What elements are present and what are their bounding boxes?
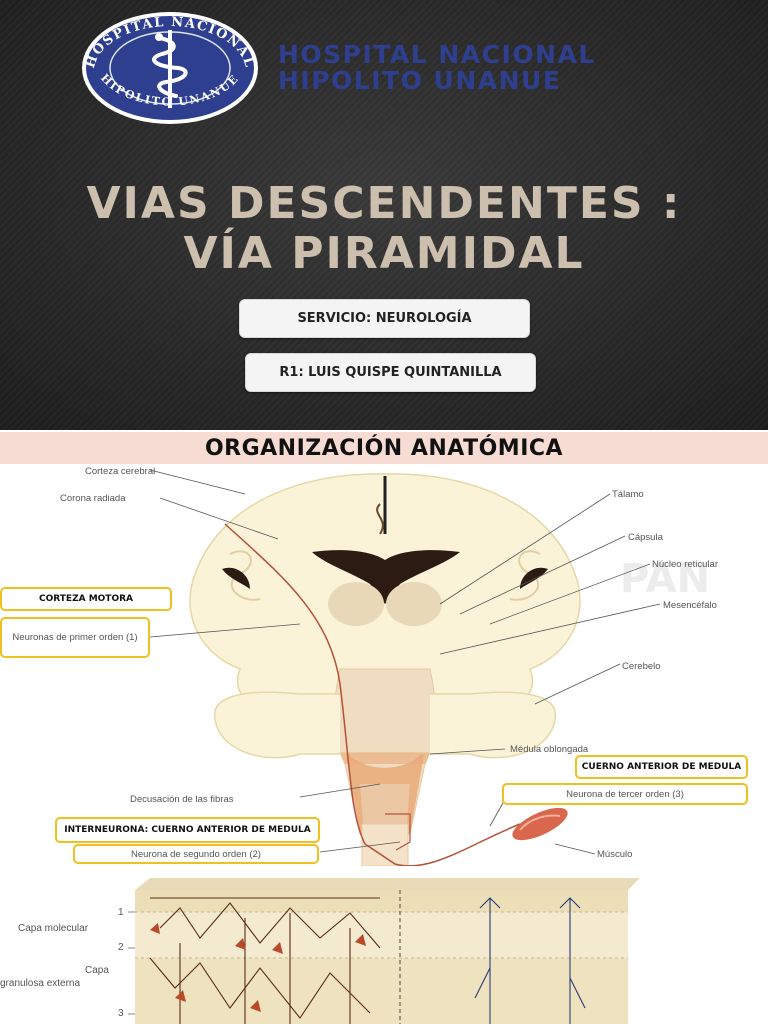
hospital-name-line2: HIPOLITO UNANUE (278, 66, 562, 95)
ventricles (312, 550, 460, 604)
box-cuerno-anterior: CUERNO ANTERIOR DE MEDULA (575, 755, 748, 779)
box-neurona-tercer-orden: Neurona de tercer orden (3) (502, 783, 748, 805)
label-cerebelo: Cerebelo (622, 661, 661, 672)
slide-title-line2: VÍA PIRAMIDAL (183, 228, 585, 279)
box-corteza-motora: CORTEZA MOTORA (0, 587, 172, 611)
label-medula-oblongada: Médula oblongada (510, 744, 589, 755)
layer-number-3: 3 (118, 1008, 124, 1019)
box-interneurona: INTERNEURONA: CUERNO ANTERIOR DE MEDULA (55, 817, 320, 843)
box-neurona-segundo-orden: Neurona de segundo orden (2) (73, 844, 319, 864)
label-mesencefalo: Mesencéfalo (663, 600, 717, 611)
layer-number-2: 2 (118, 942, 124, 953)
thalamus-right (386, 582, 442, 626)
hospital-name: HOSPITAL NACIONAL HIPOLITO UNANUE (278, 42, 596, 94)
title-slide: HOSPITAL NACIONAL HIPOLITO UNANUE HOSPIT… (0, 0, 768, 430)
caduceus-icon (152, 30, 188, 108)
label-corona-radiada: Corona radiada (60, 493, 126, 504)
cortex-layers-slide: 1 Capa molecular 2 Capa granulosa extern… (0, 868, 768, 1024)
thalamus-left (328, 582, 384, 626)
label-nucleo-reticular: Núcleo reticular (652, 559, 718, 570)
layer-granulosa-externa: granulosa externa (0, 978, 80, 989)
anatomy-slide: ORGANIZACIÓN ANATÓMICA PAN (0, 432, 768, 866)
hospital-name-line1: HOSPITAL NACIONAL (278, 40, 596, 69)
cortex-diagram: 1 Capa molecular 2 Capa granulosa extern… (0, 878, 640, 1024)
pyramidal-tract (224, 523, 521, 866)
layer-capa-molecular: Capa molecular (18, 923, 89, 934)
hospital-logo: HOSPITAL NACIONAL HIPOLITO UNANUE (82, 12, 258, 124)
label-talamo: Tálamo (612, 489, 644, 500)
author-label: R1: LUIS QUISPE QUINTANILLA (245, 353, 536, 392)
label-capsula: Cápsula (628, 532, 664, 543)
slide-title-line1: VIAS DESCENDENTES : (86, 178, 682, 229)
label-musculo: Músculo (597, 849, 632, 860)
muscle-icon (512, 807, 568, 841)
box-neuronas-primer-orden: Neuronas de primer orden (1) (0, 617, 150, 658)
layer-number-1: 1 (118, 907, 124, 918)
service-label: SERVICIO: NEUROLOGÍA (239, 299, 530, 338)
layer-capa: Capa (85, 965, 109, 976)
watermark: PAN (620, 556, 710, 602)
slide-header: ORGANIZACIÓN ANATÓMICA (0, 432, 768, 464)
brain-diagram: PAN (60, 466, 718, 866)
label-corteza-cerebral: Corteza cerebral (85, 466, 155, 477)
label-decusacion: Decusación de las fibras (130, 794, 234, 805)
